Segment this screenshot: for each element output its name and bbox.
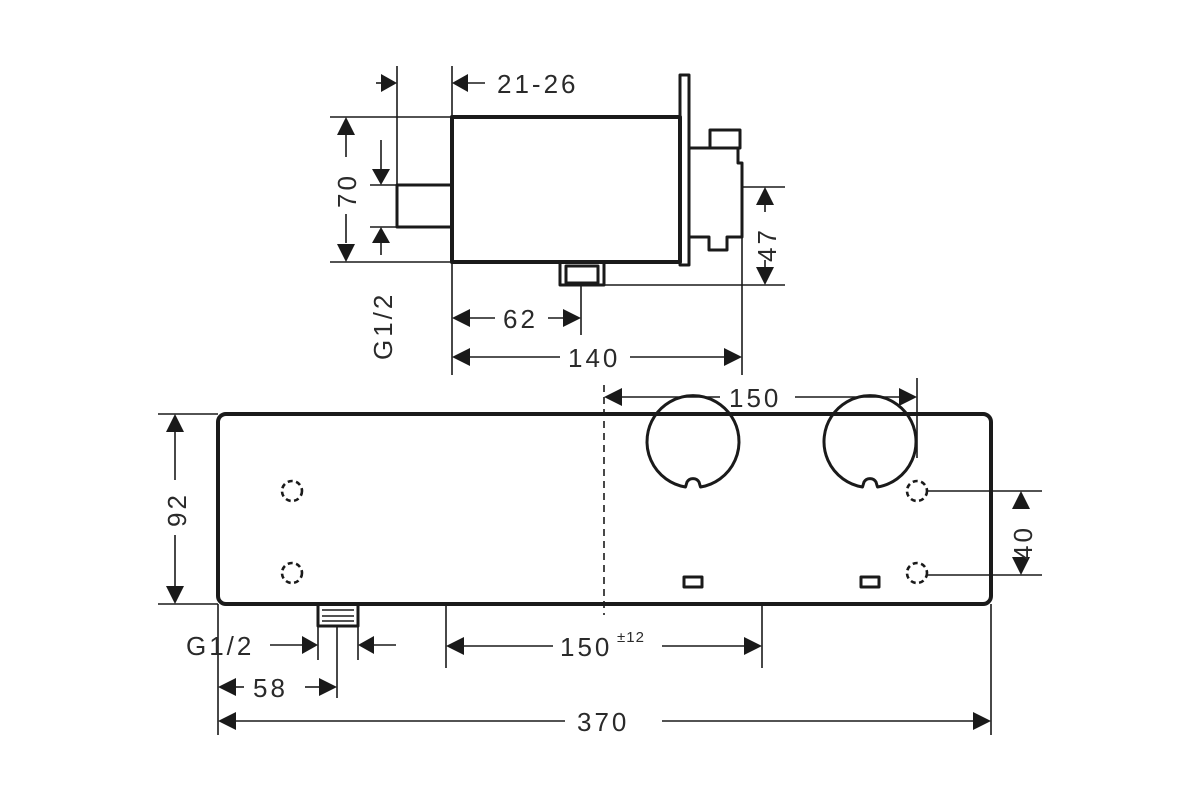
mount-hole-left-top [280, 479, 304, 503]
front-view: 150 92 40 G1/2 150 ±12 58 [158, 378, 1042, 737]
dim-valve-spacing-label: 150 [729, 383, 781, 413]
side-view: 21-26 70 G1/2 47 62 140 [330, 66, 785, 375]
dim-mount-spacing-label: 40 [1008, 525, 1038, 560]
dim-wall-depth-label: 21-26 [497, 69, 579, 99]
left-knob [645, 394, 741, 489]
dim-outlet-offset-label: 62 [503, 304, 538, 334]
side-outlet-fitting [558, 262, 606, 287]
right-knob-tab [859, 575, 881, 589]
side-cover-plate [678, 73, 691, 267]
dim-height-label: 70 [332, 173, 362, 208]
side-knob-cap [708, 128, 742, 150]
side-body [450, 115, 682, 264]
side-knob [689, 146, 744, 252]
dim-front-height-label: 92 [162, 492, 192, 527]
dim-total-width-label: 370 [577, 707, 629, 737]
dim-outlet-height-label: 47 [752, 227, 782, 262]
dim-front-connection-label: G1/2 [186, 631, 254, 661]
dim-centre-tolerance-label: ±12 [617, 629, 645, 646]
dim-side-connection-label: G1/2 [368, 292, 398, 360]
left-knob-tab [682, 575, 704, 589]
side-rear-stub [395, 183, 454, 229]
dim-outlet-position-label: 58 [253, 673, 288, 703]
side-outlet-nut [564, 264, 600, 285]
mount-hole-right-bottom [905, 561, 929, 585]
mount-hole-right-top [905, 479, 929, 503]
dim-centre-spacing-label: 150 [560, 632, 612, 662]
right-knob [822, 394, 918, 489]
dim-depth-label: 140 [568, 343, 620, 373]
mount-hole-left-bottom [280, 561, 304, 585]
front-connection-fitting [316, 602, 360, 628]
